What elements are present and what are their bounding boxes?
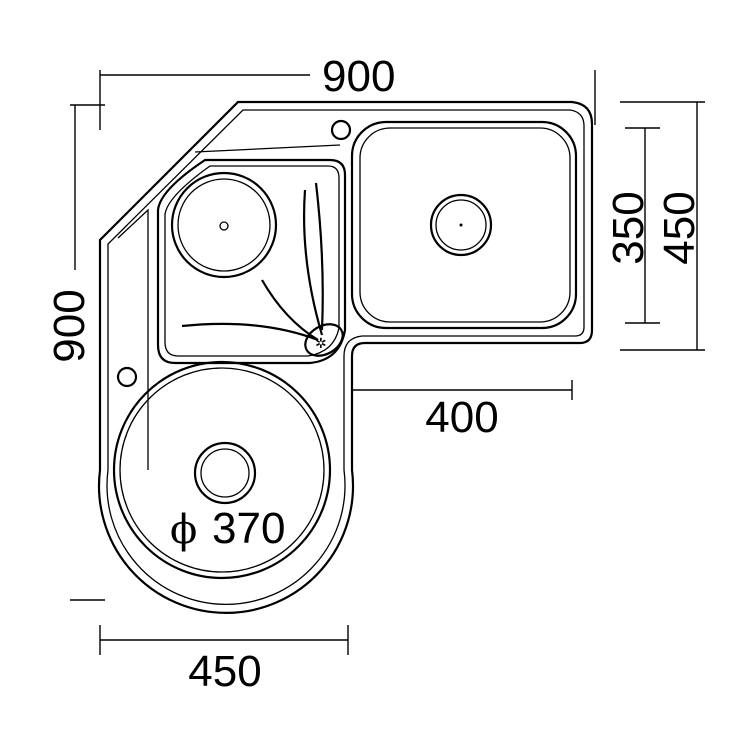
right-bowl-inner — [359, 127, 571, 323]
drainer-groove — [303, 189, 324, 336]
diameter-symbol: ϕ — [170, 507, 197, 553]
drainer-outlet-mark: ✲ — [315, 335, 327, 351]
dim-line-450-right — [620, 101, 705, 351]
right-bowl — [350, 120, 578, 330]
dim-line-top — [99, 70, 310, 130]
tap-hole-top — [330, 119, 352, 141]
drainer-outlet — [304, 323, 344, 357]
right-bowl-drain-inner — [435, 199, 487, 251]
sink-rim-top-line — [194, 144, 341, 153]
round-bowl-inner — [119, 367, 325, 573]
round-bowl — [112, 360, 332, 580]
dim-label-left-height: 900 — [45, 289, 94, 362]
dim-label-400: 400 — [425, 393, 498, 442]
dim-label-top-width: 900 — [322, 52, 395, 101]
drainer-groove — [314, 182, 324, 331]
dim-line-350 — [625, 127, 660, 324]
small-bowl — [170, 171, 278, 279]
drainer-groove — [261, 279, 319, 341]
sink-outer-outline — [97, 100, 594, 615]
dim-line-400 — [351, 380, 573, 400]
dim-label-350: 350 — [604, 191, 653, 264]
dim-line-450-bottom — [99, 625, 349, 655]
dim-label-450-right: 450 — [655, 191, 704, 264]
small-bowl-hole — [219, 221, 229, 231]
sink-rim-line — [117, 208, 149, 470]
right-bowl-drain — [429, 193, 493, 257]
tap-hole-left — [116, 366, 138, 388]
round-bowl-drain-inner — [200, 448, 250, 498]
drainer-groove — [181, 322, 319, 342]
round-bowl-drain — [193, 441, 257, 505]
sink-inner-outline — [106, 109, 585, 605]
small-bowl-inner — [177, 178, 271, 272]
dim-label-diameter: 370 — [212, 504, 285, 553]
right-bowl-drain-center — [459, 223, 463, 227]
dim-label-450-bottom: 450 — [188, 647, 261, 696]
drainer-board-inner — [164, 165, 340, 357]
dim-line-left — [70, 104, 105, 601]
